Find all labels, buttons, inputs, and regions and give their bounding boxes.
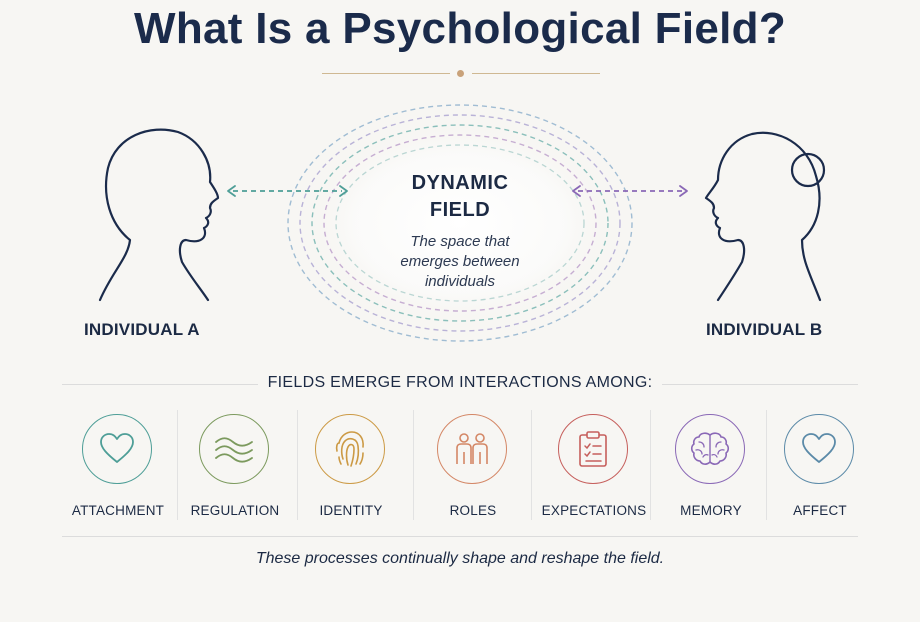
factor-label: MEMORY [680,503,742,518]
fingerprint-icon [315,414,385,484]
individual-b-label: INDIVIDUAL B [706,320,823,339]
factor-divider [650,410,651,520]
factor-roles: ROLES [415,410,531,530]
dynamic-field-text: DYNAMIC FIELD The space that emerges bet… [360,170,560,292]
arrow-a-to-field-icon [227,185,348,197]
arrow-field-to-b-icon [572,185,688,197]
people-icon [437,414,507,484]
factor-label: IDENTITY [319,503,383,518]
factor-divider [413,410,414,520]
heart-icon [82,414,152,484]
field-desc-line2: emerges between [400,253,520,270]
field-desc-line1: The space that [410,233,510,250]
individual-a-label: INDIVIDUAL A [84,320,200,339]
factor-divider [766,410,767,520]
heart-outline-icon [784,414,854,484]
factor-attachment: ATTACHMENT [60,410,176,530]
title-divider [322,68,600,80]
factor-divider [297,410,298,520]
waves-icon [199,414,269,484]
factor-expectations: EXPECTATIONS [536,410,652,530]
individual-a-head-icon [90,122,230,302]
factor-divider [177,410,178,520]
section-header: FIELDS EMERGE FROM INTERACTIONS AMONG: [267,374,653,391]
factor-affect: AFFECT [762,410,878,530]
field-desc-line3: individuals [424,273,496,290]
interaction-factors: ATTACHMENT REGULATION IDENTITY [60,410,860,535]
footer-caption: These processes continually shape and re… [255,550,665,567]
factor-divider [531,410,532,520]
page-title: What Is a Psychological Field? [133,4,787,53]
factor-label: ROLES [449,503,497,518]
factor-label: AFFECT [793,503,847,518]
brain-icon [675,414,745,484]
factor-label: ATTACHMENT [71,503,165,518]
field-title-line1: DYNAMIC [411,172,509,194]
factor-label: EXPECTATIONS [541,503,647,518]
factor-label: REGULATION [190,503,280,518]
section-rule-left [62,384,258,385]
factor-identity: IDENTITY [293,410,409,530]
individual-b-head-icon [690,122,840,302]
footer-rule [62,536,858,537]
factor-regulation: REGULATION [177,410,293,530]
factor-memory: MEMORY [653,410,769,530]
dynamic-field-rings [287,104,633,342]
field-title-line2: FIELD [429,199,491,221]
section-rule-right [662,384,858,385]
clipboard-icon [558,414,628,484]
